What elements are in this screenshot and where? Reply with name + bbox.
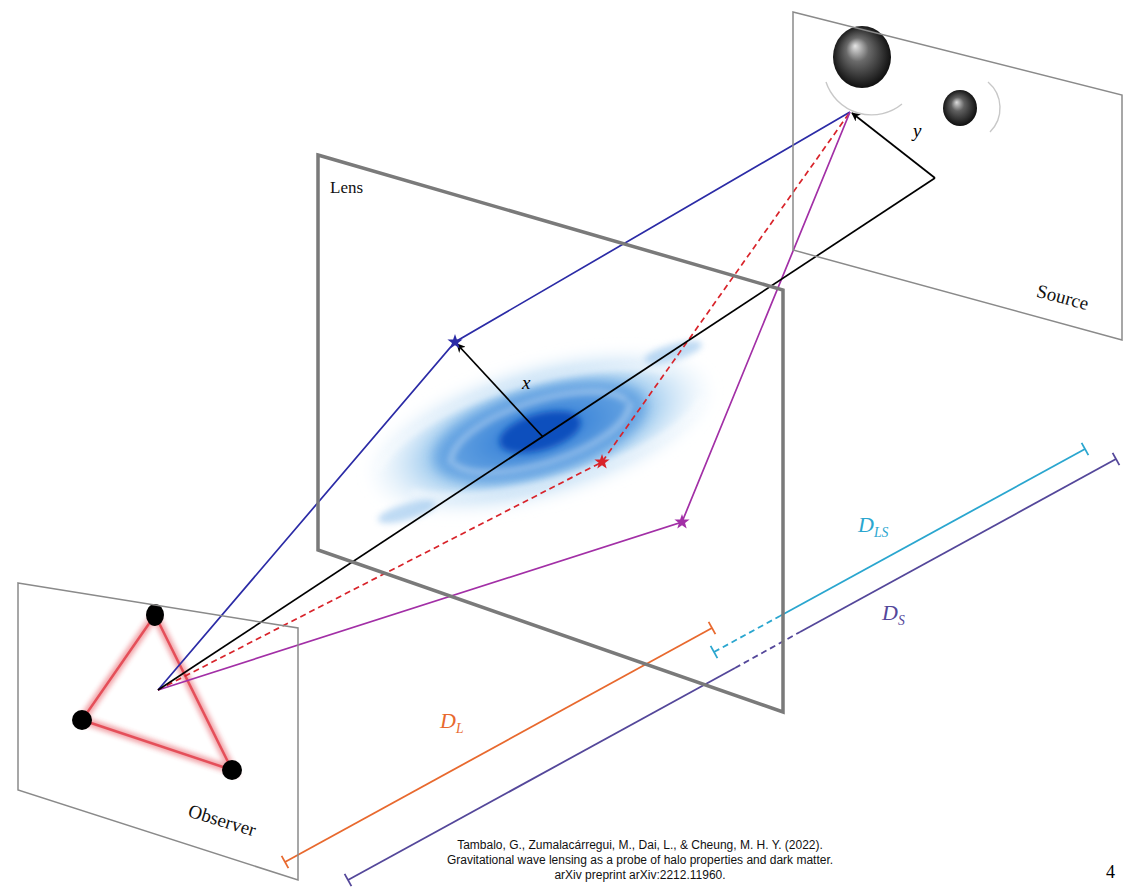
optical-axis xyxy=(158,178,935,690)
plane: Lens xyxy=(318,155,783,712)
plane-label: Lens xyxy=(330,178,363,198)
detector-arm-glow xyxy=(82,615,232,770)
image-star xyxy=(447,334,462,348)
galaxy-lane xyxy=(450,402,639,487)
plane-border xyxy=(318,155,783,712)
detector-node xyxy=(72,710,92,730)
distance-label: DL xyxy=(440,708,463,737)
distance-line xyxy=(714,616,780,652)
ray xyxy=(158,112,850,690)
image-star xyxy=(594,454,609,468)
image-star xyxy=(674,514,689,528)
detector-node xyxy=(222,760,242,780)
distance-tick xyxy=(709,622,716,634)
detector-triangle xyxy=(72,604,242,780)
distance-bar xyxy=(711,443,1089,658)
distance-label: DLS xyxy=(858,512,888,541)
distance-tick xyxy=(1082,443,1089,455)
distance-line xyxy=(800,459,1116,632)
lensed-arc xyxy=(988,82,1000,132)
symbol-label: 4 xyxy=(1106,862,1115,883)
galaxy-disc xyxy=(423,361,658,502)
light-rays xyxy=(158,112,935,690)
galaxy-lane xyxy=(440,377,630,464)
distance-bar xyxy=(345,453,1120,886)
galaxy-core xyxy=(495,403,586,461)
symbol-label: x xyxy=(522,372,530,394)
plane-border xyxy=(793,12,1122,340)
plane-outline xyxy=(18,583,298,880)
x-vector xyxy=(457,344,543,437)
citation-caption: Tambalo, G., Zumalacárregui, M., Dai, L.… xyxy=(440,838,840,883)
plane-outline xyxy=(318,155,783,712)
distance-bars xyxy=(282,443,1120,886)
galaxy-lane xyxy=(409,398,713,519)
distance-tick xyxy=(1113,453,1120,465)
plane-border xyxy=(18,583,298,880)
galaxy-arm xyxy=(642,336,704,368)
detector-arm xyxy=(82,615,232,770)
distance-tick xyxy=(711,646,718,658)
plane-label: Source xyxy=(1034,280,1091,315)
symbol-label: y xyxy=(913,120,921,142)
plane: Observer xyxy=(18,583,298,880)
detector-node xyxy=(146,604,164,626)
distance-line xyxy=(780,449,1085,616)
black-hole xyxy=(943,90,977,126)
ray xyxy=(158,112,850,690)
y-vector xyxy=(852,113,935,178)
distance-tick xyxy=(345,874,352,886)
distance-line xyxy=(735,632,800,668)
distance-tick xyxy=(282,856,289,868)
distance-bar xyxy=(282,622,716,868)
plane: Source xyxy=(793,12,1122,340)
ray xyxy=(158,112,850,690)
distance-label: DS xyxy=(882,600,905,629)
plane-label: Observer xyxy=(186,800,259,841)
